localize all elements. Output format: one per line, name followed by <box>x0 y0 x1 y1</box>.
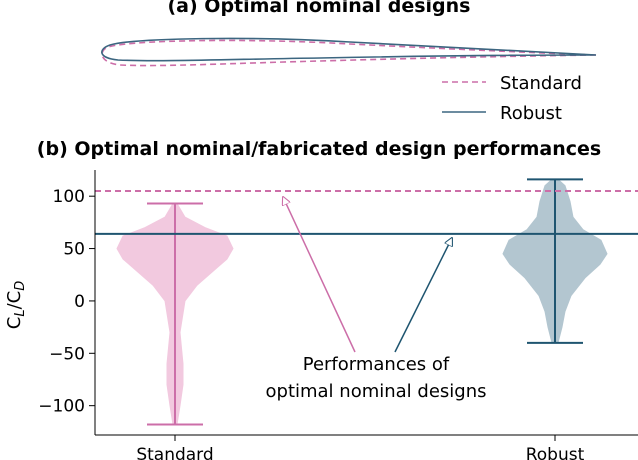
x-tick-label: Standard <box>136 445 213 460</box>
annotation-arrow-robust <box>394 238 452 353</box>
legend-label-robust: Robust <box>500 103 562 124</box>
y-tick-label: 50 <box>63 240 85 260</box>
y-axis-label: CL/CD <box>4 281 28 329</box>
panel-a-title: (a) Optimal nominal designs <box>167 0 470 17</box>
legend: Standard Robust <box>442 73 582 124</box>
y-tick-label: −100 <box>38 397 85 417</box>
panel-a: (a) Optimal nominal designs Standard Rob… <box>101 0 597 124</box>
annotation-arrow-standard <box>283 197 356 353</box>
annotation-line-2: optimal nominal designs <box>266 381 487 402</box>
y-tick-label: 100 <box>53 187 85 207</box>
airfoil-robust <box>101 37 597 62</box>
y-tick-label: −50 <box>49 344 85 364</box>
annotation-line-1: Performances of <box>303 354 450 375</box>
y-tick-label: 0 <box>74 292 85 312</box>
airfoil-standard <box>101 39 597 67</box>
panel-b-title: (b) Optimal nominal/fabricated design pe… <box>37 138 601 160</box>
x-tick-label: Robust <box>526 445 585 460</box>
legend-label-standard: Standard <box>500 73 582 94</box>
panel-b: (b) Optimal nominal/fabricated design pe… <box>4 138 638 460</box>
